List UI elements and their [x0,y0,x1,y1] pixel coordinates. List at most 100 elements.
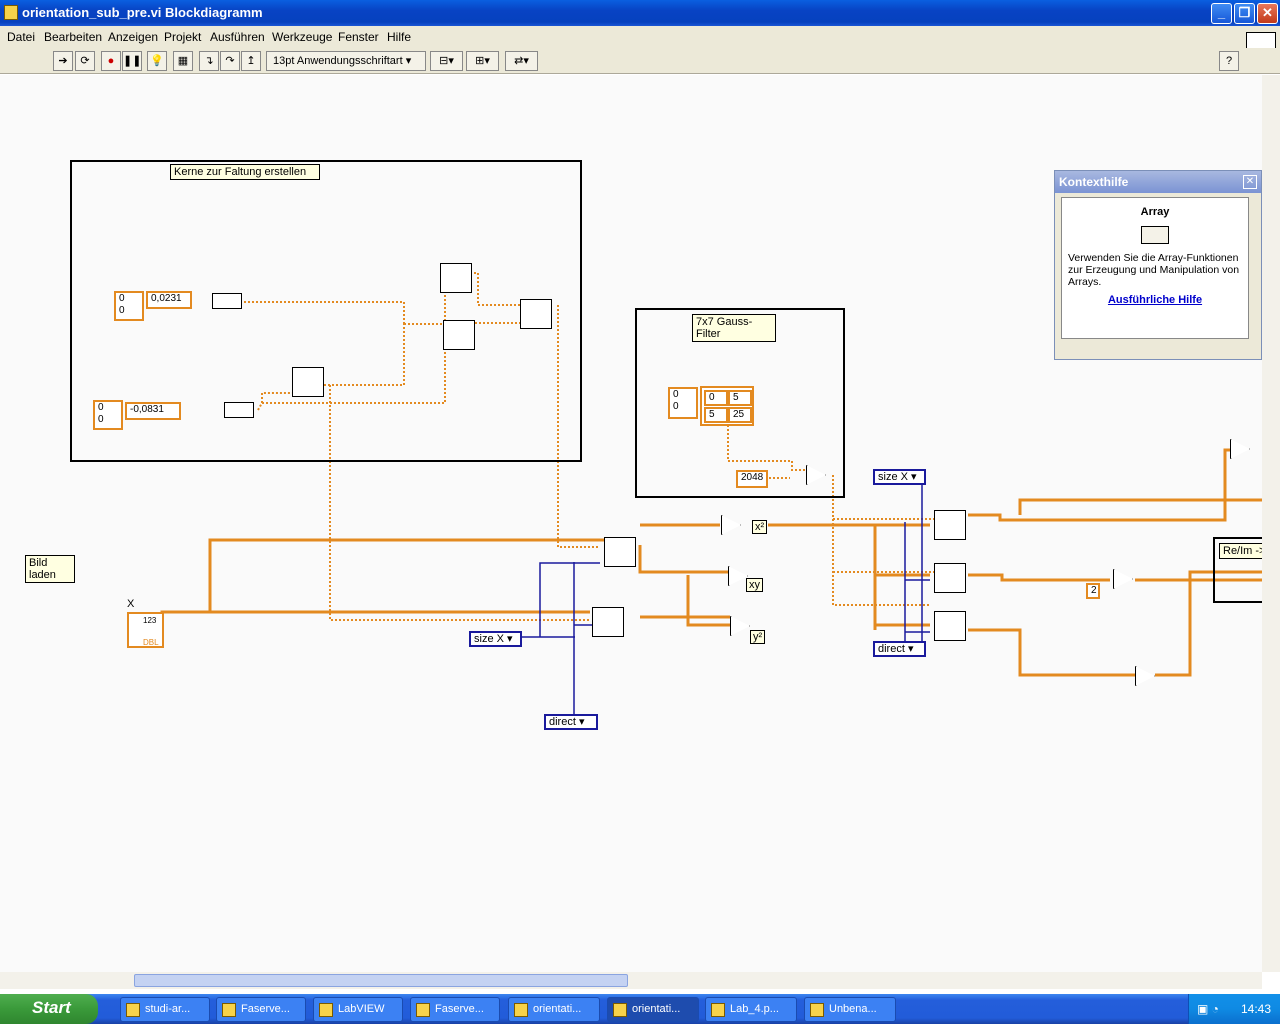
help-question-icon[interactable]: ? [1219,51,1239,71]
task-8-label: Unbena... [829,1003,877,1015]
gauss-decoration-frame [635,308,845,498]
distribute-objects-icon[interactable]: ⊞▾ [466,51,499,71]
gauss-index-a: 0 [673,389,679,400]
convolution-icon-4[interactable] [934,563,966,593]
start-button[interactable]: Start [0,994,98,1024]
index-2-a: 0 [98,402,104,413]
menu-werkzeuge[interactable]: Werkzeuge [272,30,333,44]
menu-projekt[interactable]: Projekt [164,30,202,44]
pause-icon[interactable]: ❚❚ [122,51,142,71]
xy-output-label[interactable]: xy [746,578,763,592]
convolution-icon-1[interactable] [604,537,636,567]
bild-laden-label[interactable]: Bild laden [25,555,75,583]
folder-icon [126,1003,140,1017]
highlight-bulb-icon[interactable]: 💡 [147,51,167,71]
gauss-cell-2: 5 [728,390,752,406]
paint-icon [810,1003,824,1017]
constant-2048[interactable]: 2048 [736,470,768,488]
array-index-2[interactable]: 0 0 [93,400,123,430]
kernel-constant-2[interactable]: -0,0831 [125,402,181,420]
minimize-button[interactable]: _ [1211,3,1232,24]
context-help-title: Kontexthilfe [1055,171,1261,193]
step-into-icon[interactable]: ↴ [199,51,219,71]
vi-task-icon-3 [514,1003,528,1017]
task-3[interactable]: LabVIEW [313,997,403,1022]
abort-icon[interactable]: ● [101,51,121,71]
gauss-index-b: 0 [673,401,679,412]
horizontal-scrollbar[interactable] [0,972,1262,989]
y2-output-label[interactable]: y² [750,630,766,644]
task-8[interactable]: Unbena... [804,997,896,1022]
task-6[interactable]: orientati... [607,997,699,1022]
complex-node-frame[interactable]: Re/Im -> [1213,537,1262,603]
direct-text-1: direct [549,716,576,728]
run-continuous-icon[interactable]: ⟳ [75,51,95,71]
menu-hilfe[interactable]: Hilfe [387,30,412,44]
task-1-label: studi-ar... [145,1003,191,1015]
tray-icons[interactable]: ▣ ◔ [1197,1002,1219,1016]
convolution-icon-5[interactable] [934,611,966,641]
direct-ring-1[interactable]: direct ▾ [544,714,598,730]
context-help-window[interactable]: Kontexthilfe ✕ Array Verwenden Sie die A… [1054,170,1262,360]
kernel-constant-1[interactable]: 0,0231 [146,291,192,309]
control-num-text: 123 [143,616,157,625]
vi-icon [4,5,18,20]
run-arrow-icon[interactable]: ➔ [53,51,73,71]
help-close-icon[interactable]: ✕ [1243,175,1257,189]
x2-output-label[interactable]: x² [752,520,768,534]
convolution-icon-2[interactable] [592,607,624,637]
maximize-button[interactable]: ❐ [1234,3,1255,24]
task-3-label: LabVIEW [338,1003,385,1015]
retain-wire-icon[interactable]: ▦ [173,51,193,71]
vi-task-icon-4 [613,1003,627,1017]
gauss-label[interactable]: 7x7 Gauss-Filter [692,314,776,342]
task-5[interactable]: orientati... [508,997,600,1022]
menu-bearbeiten[interactable]: Bearbeiten [44,30,103,44]
x-control[interactable]: 123 DBL [127,612,164,648]
array-function-1-icon[interactable] [292,367,324,397]
size-x-ring-2[interactable]: size X ▾ [873,469,926,485]
task-7[interactable]: Lab_4.p... [705,997,797,1022]
array-index-1[interactable]: 0 0 [114,291,144,321]
array-function-4-icon[interactable] [520,299,552,329]
reim-label: Re/Im -> [1219,543,1262,559]
window-title: orientation_sub_pre.vi Blockdiagramm [22,5,263,20]
menu-bar: Datei Bearbeiten Anzeigen Projekt Ausfüh… [0,26,1280,66]
menu-ausfuehren[interactable]: Ausführen [210,30,265,44]
align-objects-icon[interactable]: ⊟▾ [430,51,463,71]
task-1[interactable]: studi-ar... [120,997,210,1022]
index-2-b: 0 [98,414,104,425]
reorder-icon[interactable]: ⇄▾ [505,51,538,71]
convolution-icon-3[interactable] [934,510,966,540]
gauss-array[interactable]: 0 5 5 25 [700,386,754,426]
step-over-icon[interactable]: ↷ [220,51,240,71]
task-4[interactable]: Faserve... [410,997,500,1022]
gauss-cell-1: 0 [704,390,728,406]
horizontal-scroll-thumb[interactable] [134,974,628,987]
size-x-ring-1[interactable]: size X ▾ [469,631,522,647]
direct-ring-2[interactable]: direct ▾ [873,641,926,657]
help-detail-link[interactable]: Ausführliche Hilfe [1107,294,1203,306]
vertical-scrollbar[interactable] [1262,75,1280,972]
build-array-icon-2[interactable] [224,402,254,418]
menu-anzeigen[interactable]: Anzeigen [108,30,159,44]
start-label: Start [32,998,71,1017]
block-diagram[interactable]: Kerne zur Faltung erstellen 0 0 0,0231 0… [0,75,1262,972]
constant-2[interactable]: 2 [1086,583,1100,599]
font-dropdown[interactable]: 13pt Anwendungsschriftart ▾ [266,51,426,71]
help-heading: Array [1140,206,1170,218]
kernel-label[interactable]: Kerne zur Faltung erstellen [170,164,320,180]
vi-task-icon [222,1003,236,1017]
close-button[interactable]: ✕ [1257,3,1278,24]
build-array-icon[interactable] [212,293,242,309]
help-body: Array Verwenden Sie die Array-Funktionen… [1061,197,1249,339]
gauss-index[interactable]: 0 0 [668,387,698,419]
step-out-icon[interactable]: ↥ [241,51,261,71]
toolbar: ➔ ⟳ ● ❚❚ 💡 ▦ ↴ ↷ ↥ 13pt Anwendungsschrif… [0,48,1280,74]
array-function-2-icon[interactable] [440,263,472,293]
menu-datei[interactable]: Datei [7,30,36,44]
array-function-3-icon[interactable] [443,320,475,350]
menu-fenster[interactable]: Fenster [338,30,379,44]
taskbar: Start studi-ar... Faserve... LabVIEW Fas… [0,994,1280,1024]
task-2[interactable]: Faserve... [216,997,306,1022]
